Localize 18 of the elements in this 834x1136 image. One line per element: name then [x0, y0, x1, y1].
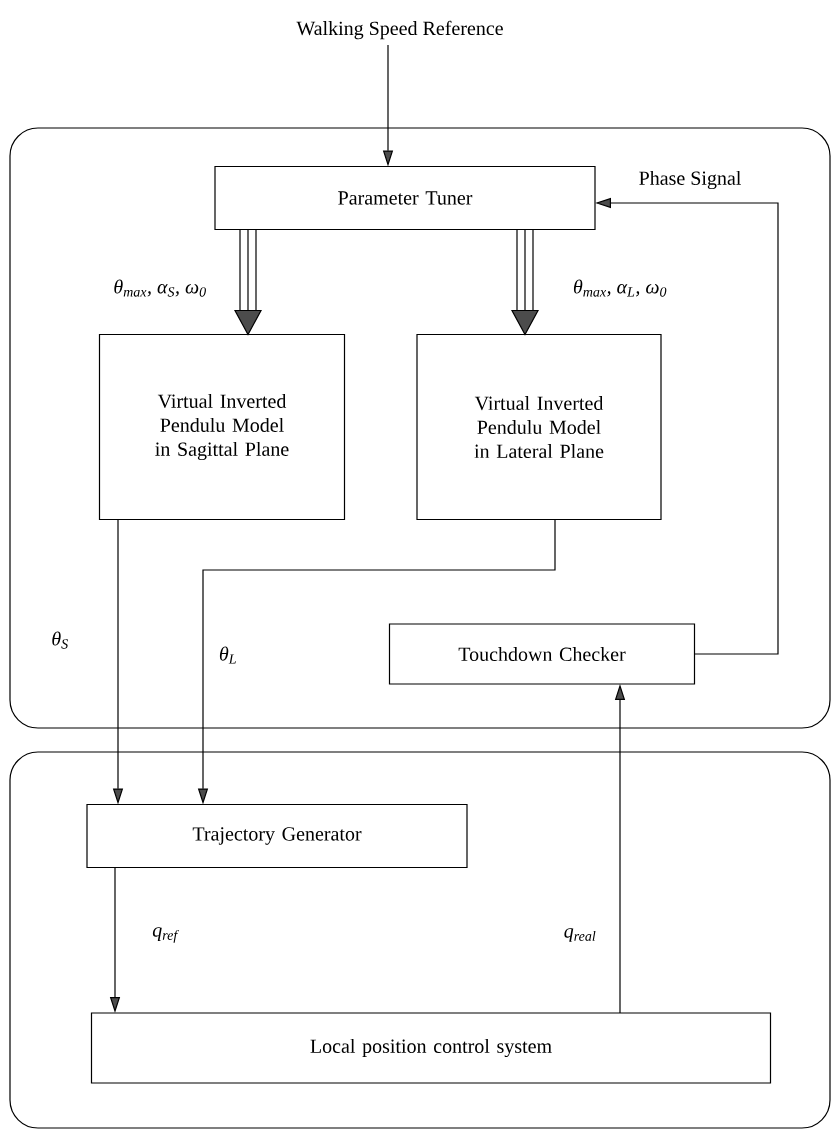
- panel: [9, 127, 831, 729]
- input-label: Walking Speed Reference: [296, 20, 503, 40]
- edge-label: q$_{real}$: [561, 926, 599, 944]
- process-box: Touchdown Checker: [388, 623, 696, 685]
- edge-label: Phase Signal: [636, 168, 744, 192]
- triple-arrow: [511, 228, 539, 336]
- process-box: Trajectory Generator: [86, 803, 468, 869]
- edge-label: θ$_{max}$, α$_{S}$, ω$_{0}$: [111, 277, 209, 299]
- edge-label: q$_{ref}$: [150, 925, 180, 945]
- process-box: Virtual Inverted Pendulu Model in Sagittal Plane: [98, 333, 346, 521]
- process-box: Local position control system: [90, 1012, 772, 1084]
- process-box: Virtual Inverted Pendulu Model in Lateral Plane: [416, 333, 662, 521]
- triple-arrow: [234, 228, 262, 336]
- panel: [9, 751, 831, 1129]
- edge-label: θ$_{max}$, α$_{L}$, ω$_{0}$: [570, 277, 670, 299]
- edge-label: θ$_{S}$: [49, 629, 71, 651]
- edge-label: θ$_{L}$: [216, 644, 240, 666]
- process-box: Parameter Tuner: [214, 165, 596, 231]
